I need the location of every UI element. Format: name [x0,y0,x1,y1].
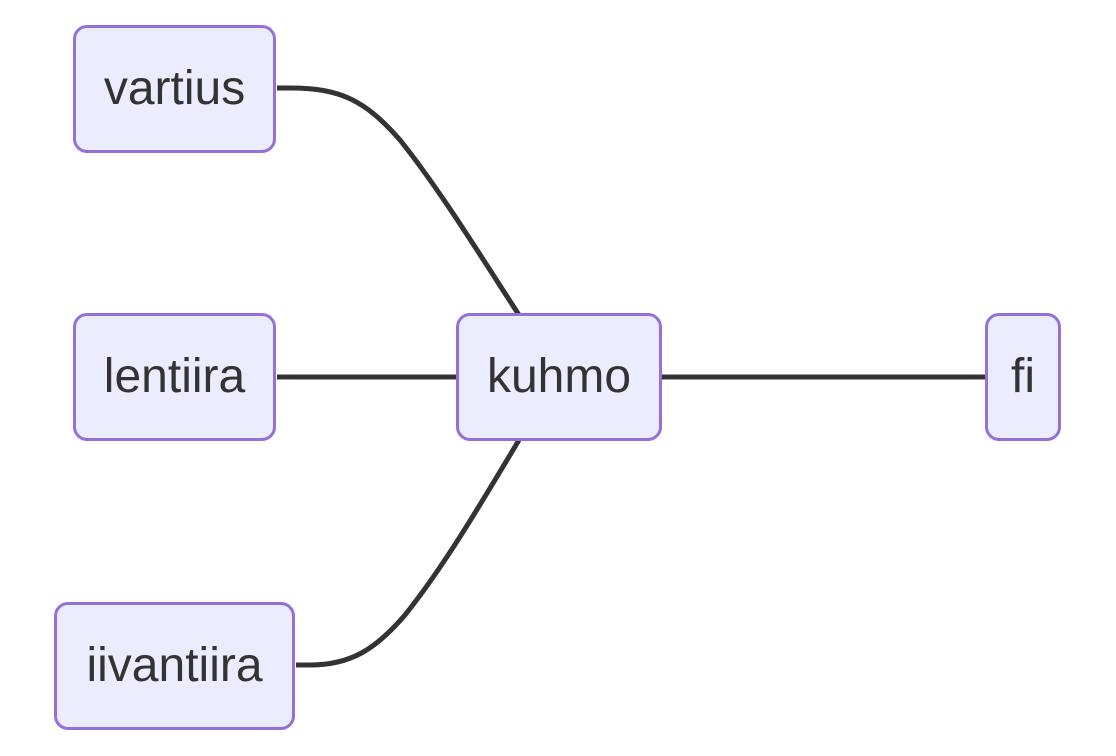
node-label: iivantiira [86,639,263,692]
node-label: lentiira [103,350,246,403]
node-label: vartius [103,62,246,115]
edge-vartius-kuhmo [277,85,522,317]
node-label: kuhmo [486,350,632,403]
node-iivantiira[interactable]: iivantiira [54,602,295,730]
node-vartius[interactable]: vartius [73,25,276,153]
node-fi[interactable]: fi [985,313,1061,441]
node-label: fi [1011,350,1035,403]
node-kuhmo[interactable]: kuhmo [456,313,662,441]
node-lentiira[interactable]: lentiira [73,313,276,441]
edge-iivantiira-kuhmo [296,438,522,668]
